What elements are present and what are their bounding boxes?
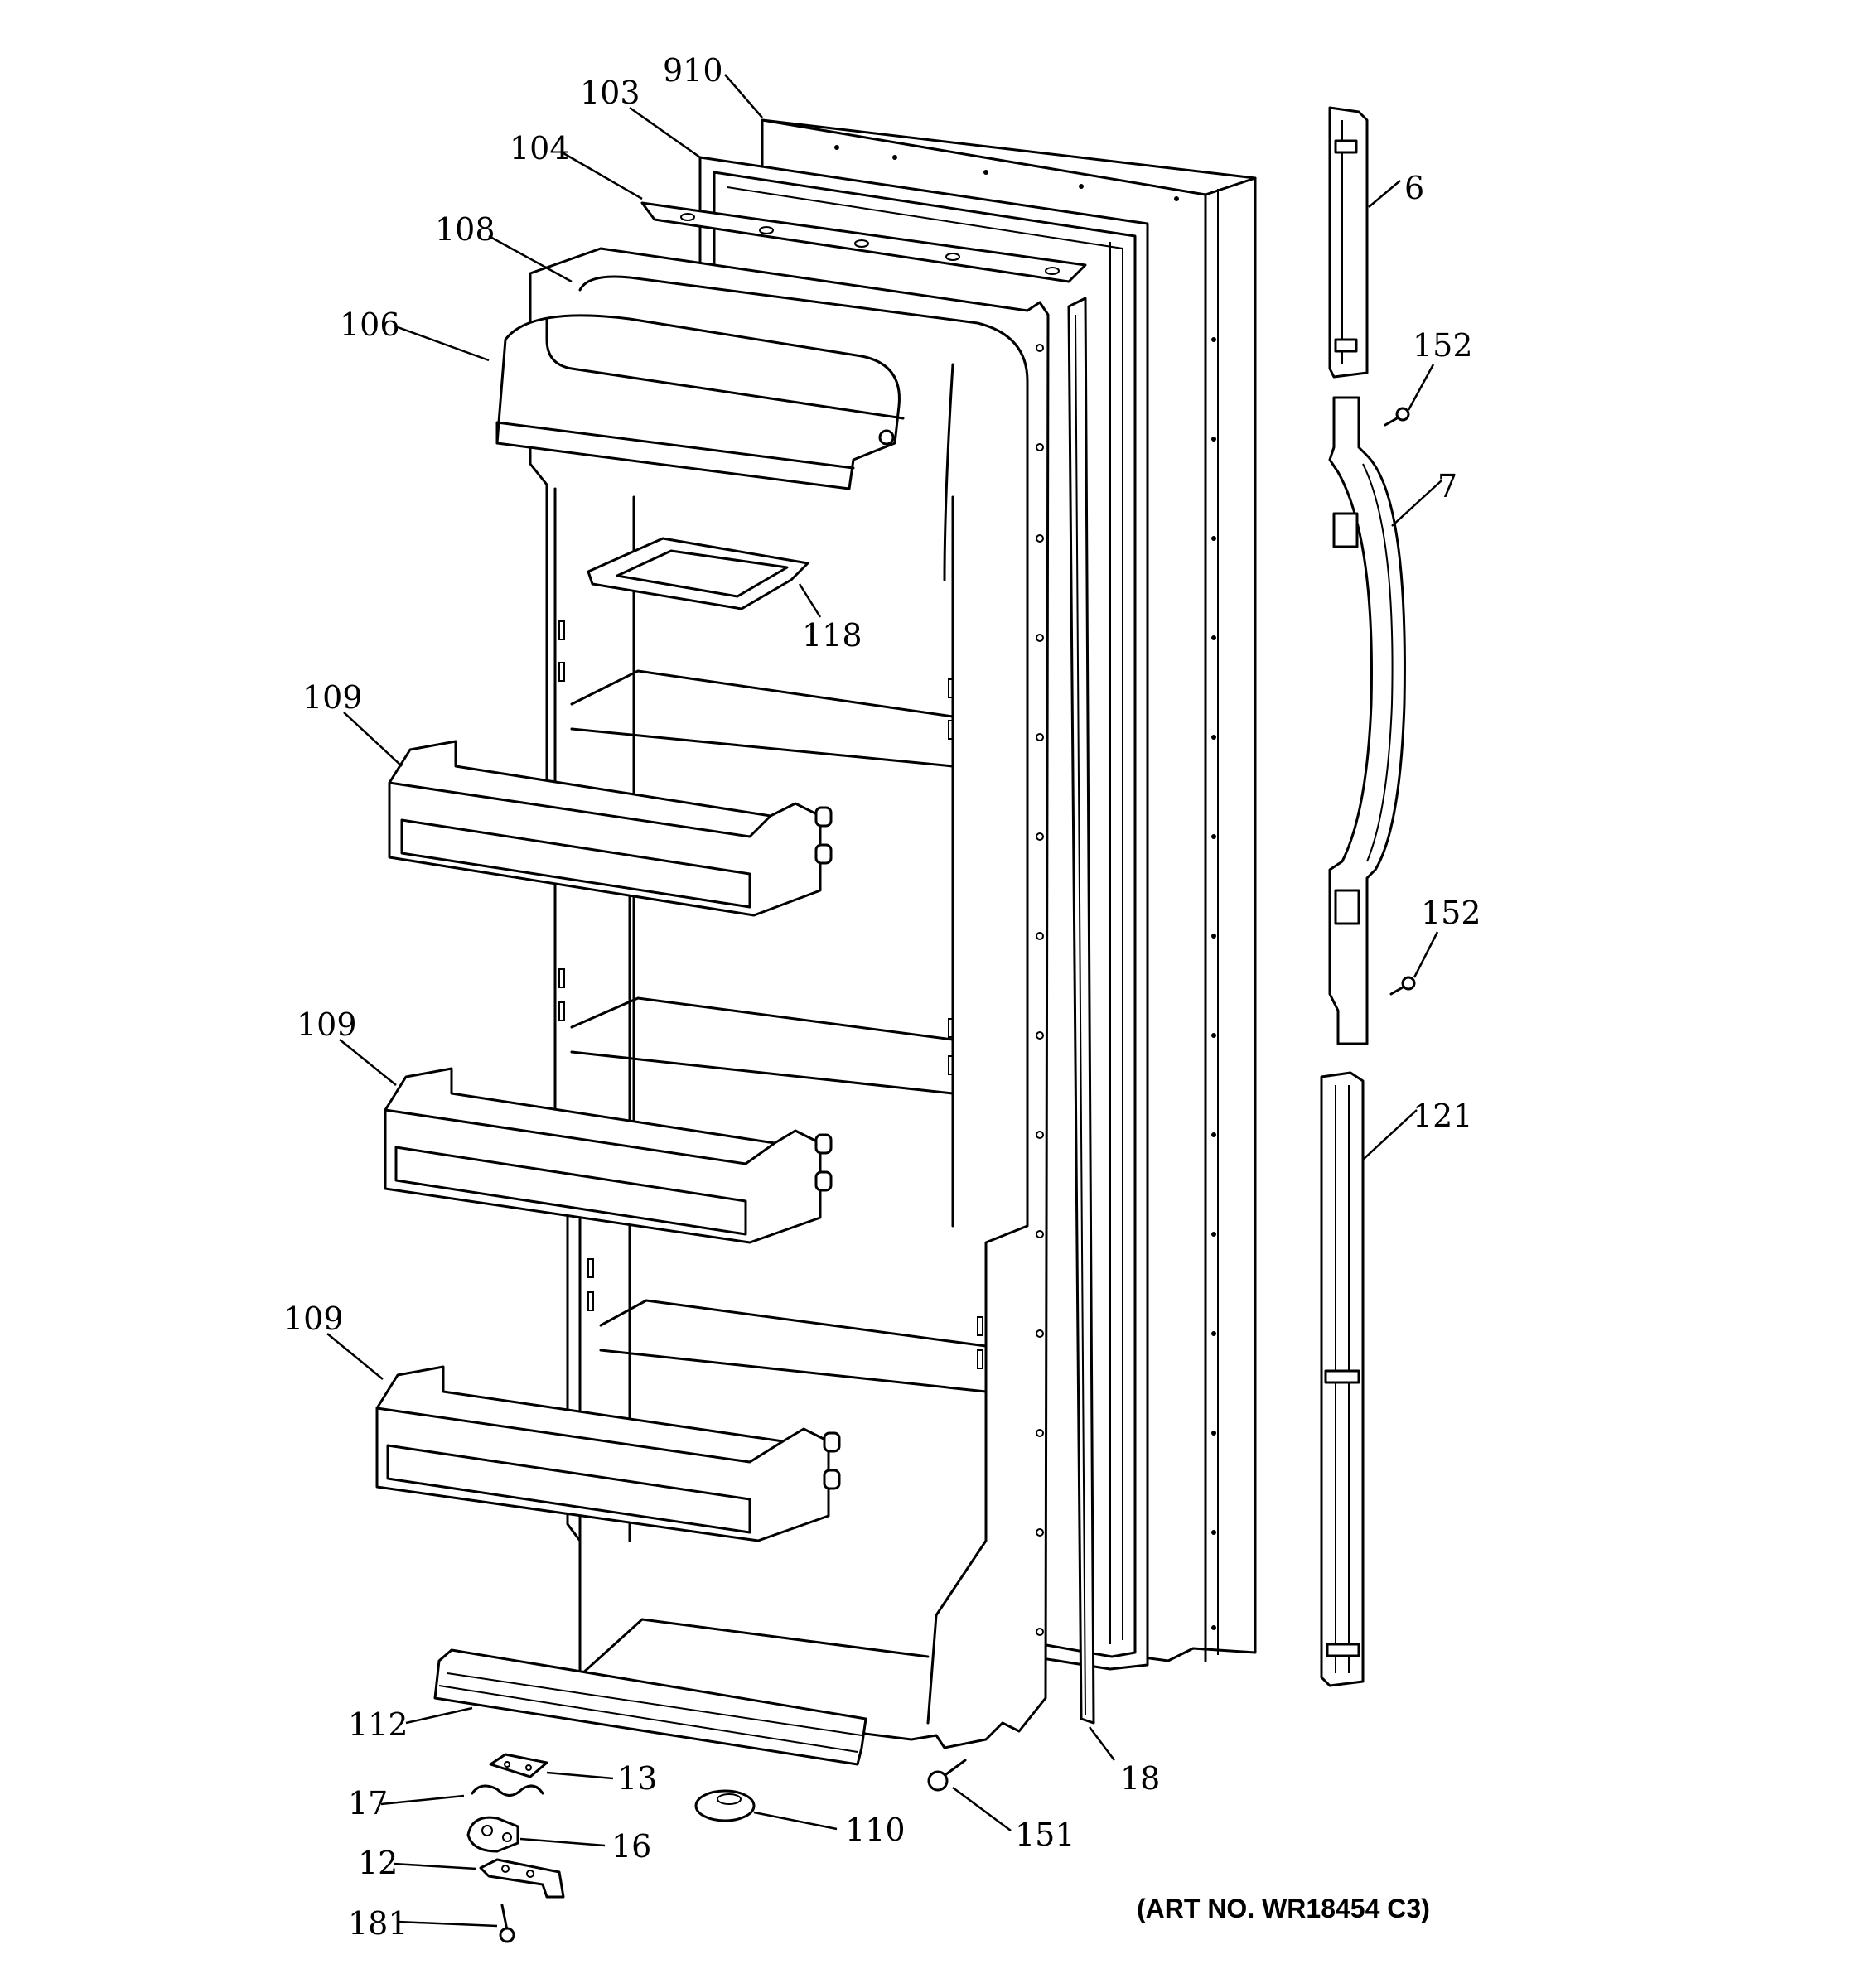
callout-152-upper: 152 [1413,327,1473,364]
retainer-strip [1067,297,1095,1725]
callout-17: 17 [348,1785,388,1822]
dairy-door [495,314,905,490]
handle-end-cap-6 [1328,106,1369,379]
callout-110: 110 [845,1812,906,1848]
door-bin-middle [384,1067,833,1244]
screw-151 [927,1759,967,1792]
callout-108: 108 [435,211,495,248]
callout-181: 181 [348,1905,408,1942]
callout-109-middle: 109 [297,1006,357,1043]
callout-18: 18 [1120,1760,1160,1797]
bottom-rail [433,1648,867,1766]
hinge-spring-17 [471,1784,544,1797]
screw-152-upper [1384,407,1410,427]
door-handle-7 [1328,396,1406,1045]
callout-109-lower: 109 [283,1300,344,1337]
callout-112: 112 [348,1706,408,1743]
callout-6: 6 [1404,170,1424,206]
callout-106: 106 [340,306,400,343]
screw-181 [499,1904,515,1943]
callout-103: 103 [580,75,640,111]
door-bin-lower [375,1365,841,1542]
callout-151: 151 [1015,1817,1075,1853]
callout-104: 104 [510,130,570,166]
screw-152-lower [1389,976,1416,996]
hinge-cam-16 [466,1816,519,1853]
plug-110 [694,1789,756,1822]
callout-7: 7 [1437,468,1457,504]
art-number: (ART NO. WR18454 C3) [1137,1894,1430,1923]
callout-109-upper: 109 [302,679,363,716]
callout-121: 121 [1413,1098,1473,1134]
callout-labels: 910 103 104 108 106 118 109 109 109 112 … [283,52,1481,1942]
door-bin-upper [388,740,833,917]
callout-13: 13 [617,1760,657,1797]
callout-910: 910 [663,52,723,89]
handle-trim-121 [1320,1071,1365,1687]
callout-118: 118 [802,617,862,654]
top-trim-strip [640,201,1087,283]
callout-152-lower: 152 [1421,895,1481,931]
hinge-bracket-13 [489,1753,548,1778]
door-liner [529,247,1050,1749]
hinge-plate-12 [479,1858,565,1899]
callout-16: 16 [611,1828,651,1865]
callout-12: 12 [358,1845,398,1881]
leader-lines [326,74,1442,1928]
egg-tray [587,537,809,610]
